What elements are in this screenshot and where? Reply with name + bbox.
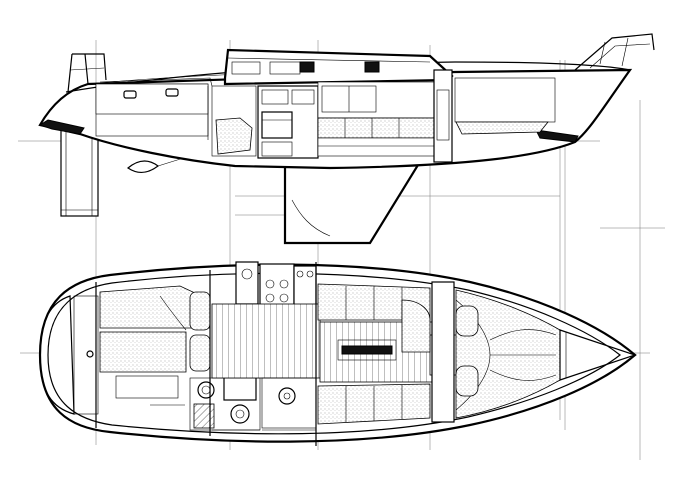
plan-view: [38, 261, 637, 446]
wheel-icon: [197, 381, 215, 399]
keel-icon: [283, 163, 420, 245]
rudder-icon: [60, 127, 99, 217]
saloon-table: [341, 345, 393, 355]
sink-icon: [230, 404, 250, 424]
porthole-black: [364, 61, 380, 73]
stove-icon: [261, 111, 293, 139]
mast-step-icon: [86, 350, 94, 358]
pushpit-icon: [67, 53, 107, 93]
pulpit-icon: [574, 33, 655, 71]
stove-icon: [265, 279, 275, 289]
profile-view: [38, 33, 655, 245]
porthole-black: [299, 61, 315, 73]
